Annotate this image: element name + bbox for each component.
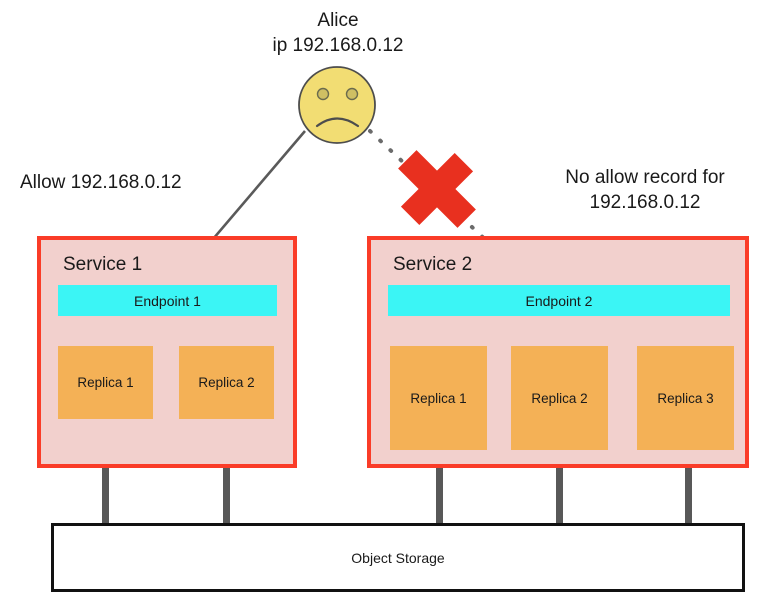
object-storage-box[interactable]: Object Storage — [51, 523, 745, 592]
service-2-title: Service 2 — [393, 254, 473, 275]
replica-box-s2-r3[interactable]: Replica 3 — [637, 346, 734, 450]
service-1-title: Service 1 — [63, 254, 143, 275]
endpoint-1-label: Endpoint 1 — [134, 292, 201, 309]
connector-replica2-storage-s2 — [556, 446, 563, 525]
connector-replica2-storage-s1 — [223, 415, 230, 525]
replica-label: Replica 2 — [531, 390, 588, 406]
replica-label: Replica 2 — [198, 375, 255, 390]
replica-label: Replica 1 — [77, 375, 134, 390]
connector-replica3-storage-s2 — [685, 446, 692, 525]
replica-box-s2-r1[interactable]: Replica 1 — [390, 346, 487, 450]
replica-box-s1-r2[interactable]: Replica 2 — [179, 346, 274, 419]
object-storage-label: Object Storage — [351, 549, 445, 566]
deny-annotation-line2: 192.168.0.12 — [589, 192, 701, 213]
deny-annotation-line1: No allow record for — [565, 167, 725, 188]
endpoint-box-2[interactable]: Endpoint 2 — [388, 285, 730, 316]
allow-annotation-label: Allow 192.168.0.12 — [20, 172, 182, 193]
replica-box-s1-r1[interactable]: Replica 1 — [58, 346, 153, 419]
endpoint-box-1[interactable]: Endpoint 1 — [58, 285, 277, 316]
replica-box-s2-r2[interactable]: Replica 2 — [511, 346, 608, 450]
replica-label: Replica 1 — [410, 390, 467, 406]
connector-replica1-storage-s1 — [102, 415, 109, 525]
connector-replica1-storage-s2 — [436, 446, 443, 525]
actor-ip-label: ip 192.168.0.12 — [272, 35, 404, 56]
endpoint-2-label: Endpoint 2 — [525, 292, 593, 309]
sad-face-icon — [298, 66, 376, 144]
red-x-icon — [398, 150, 476, 228]
replica-label: Replica 3 — [657, 390, 714, 406]
actor-name-label: Alice — [317, 10, 359, 31]
